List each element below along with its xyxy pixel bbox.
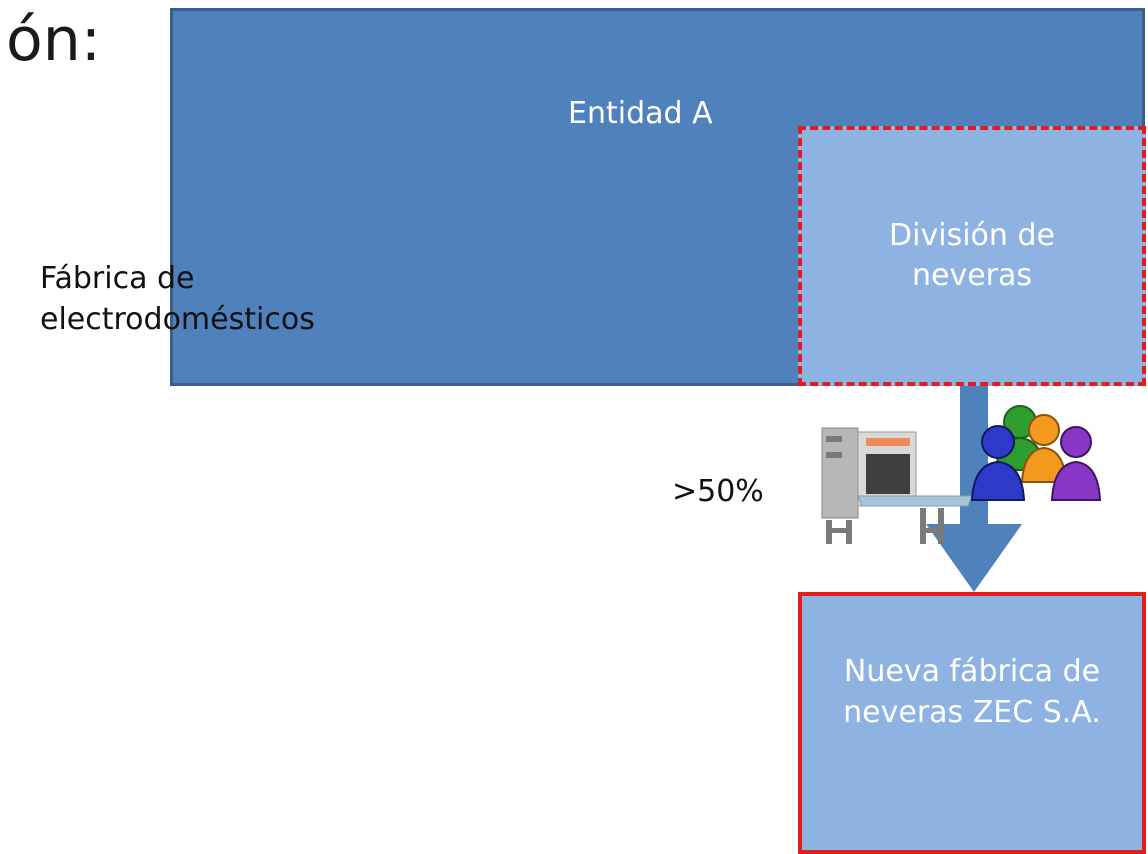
factory-label: Fábrica de electrodomésticos	[40, 258, 315, 340]
new-factory-label: Nueva fábrica de neveras ZEC S.A.	[843, 654, 1101, 730]
entity-a-label: Entidad A	[568, 96, 713, 131]
factory-machine-icon	[821, 427, 973, 544]
division-box: División de neveras	[798, 126, 1146, 386]
ownership-percentage-label: >50%	[672, 474, 764, 509]
division-label: División de neveras	[889, 217, 1055, 294]
people-group-icon	[970, 405, 1102, 501]
slide-title-fragment: ón:	[6, 5, 101, 75]
factory-label-line1: Fábrica de	[40, 261, 195, 296]
factory-label-line2: electrodomésticos	[40, 302, 315, 338]
new-factory-box: Nueva fábrica de neveras ZEC S.A.	[798, 592, 1146, 854]
